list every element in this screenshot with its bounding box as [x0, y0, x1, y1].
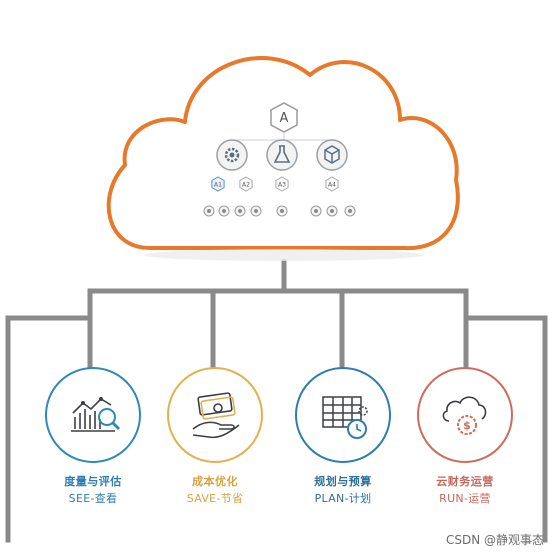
hub-label-a1: A1: [211, 176, 225, 192]
grid-clock-icon: [322, 396, 368, 439]
cloud-dollar-icon: $: [442, 396, 487, 435]
card-circle: $: [417, 367, 513, 463]
card-title: 规划与预算: [314, 475, 372, 488]
card-circle: [167, 367, 263, 463]
card-plan: 规划与预算 PLAN-计划: [288, 367, 398, 507]
money-hand-icon: [192, 392, 240, 439]
card-circle: [45, 367, 141, 463]
box-icon: [316, 139, 348, 171]
gear-icon: [216, 139, 248, 171]
card-title: 度量与评估: [64, 475, 122, 488]
card-circle: [295, 367, 391, 463]
svg-text:A1: A1: [214, 182, 222, 189]
node-dots: [203, 205, 356, 217]
card-run: $ 云财务运营 RUN-运营: [410, 367, 520, 507]
top-node: A: [270, 102, 298, 133]
svg-text:$: $: [463, 419, 471, 432]
card-subtitle: SAVE-节省: [186, 492, 244, 505]
flask-icon: [266, 139, 298, 171]
svg-text:A3: A3: [278, 182, 286, 189]
chart-magnifier-icon: [71, 397, 121, 432]
svg-text:A4: A4: [328, 182, 336, 189]
card-title: 云财务运营: [436, 475, 494, 488]
svg-text:A: A: [280, 111, 289, 126]
connector-lines: [5, 259, 548, 543]
hub-label-a3: A3: [275, 176, 289, 192]
svg-text:A2: A2: [242, 182, 250, 189]
card-title: 成本优化: [192, 475, 238, 488]
card-see: 度量与评估 SEE-查看: [38, 367, 148, 507]
card-save: 成本优化 SAVE-节省: [160, 367, 270, 507]
hub-label-a4: A4: [325, 176, 339, 192]
card-subtitle: RUN-运营: [439, 492, 491, 505]
card-subtitle: SEE-查看: [68, 492, 118, 505]
hub-labels: A1 A2 A3 A4: [211, 176, 339, 192]
hub-label-a2: A2: [239, 176, 253, 192]
watermark: CSDN @静观事态: [445, 533, 544, 547]
card-subtitle: PLAN-计划: [314, 492, 372, 505]
